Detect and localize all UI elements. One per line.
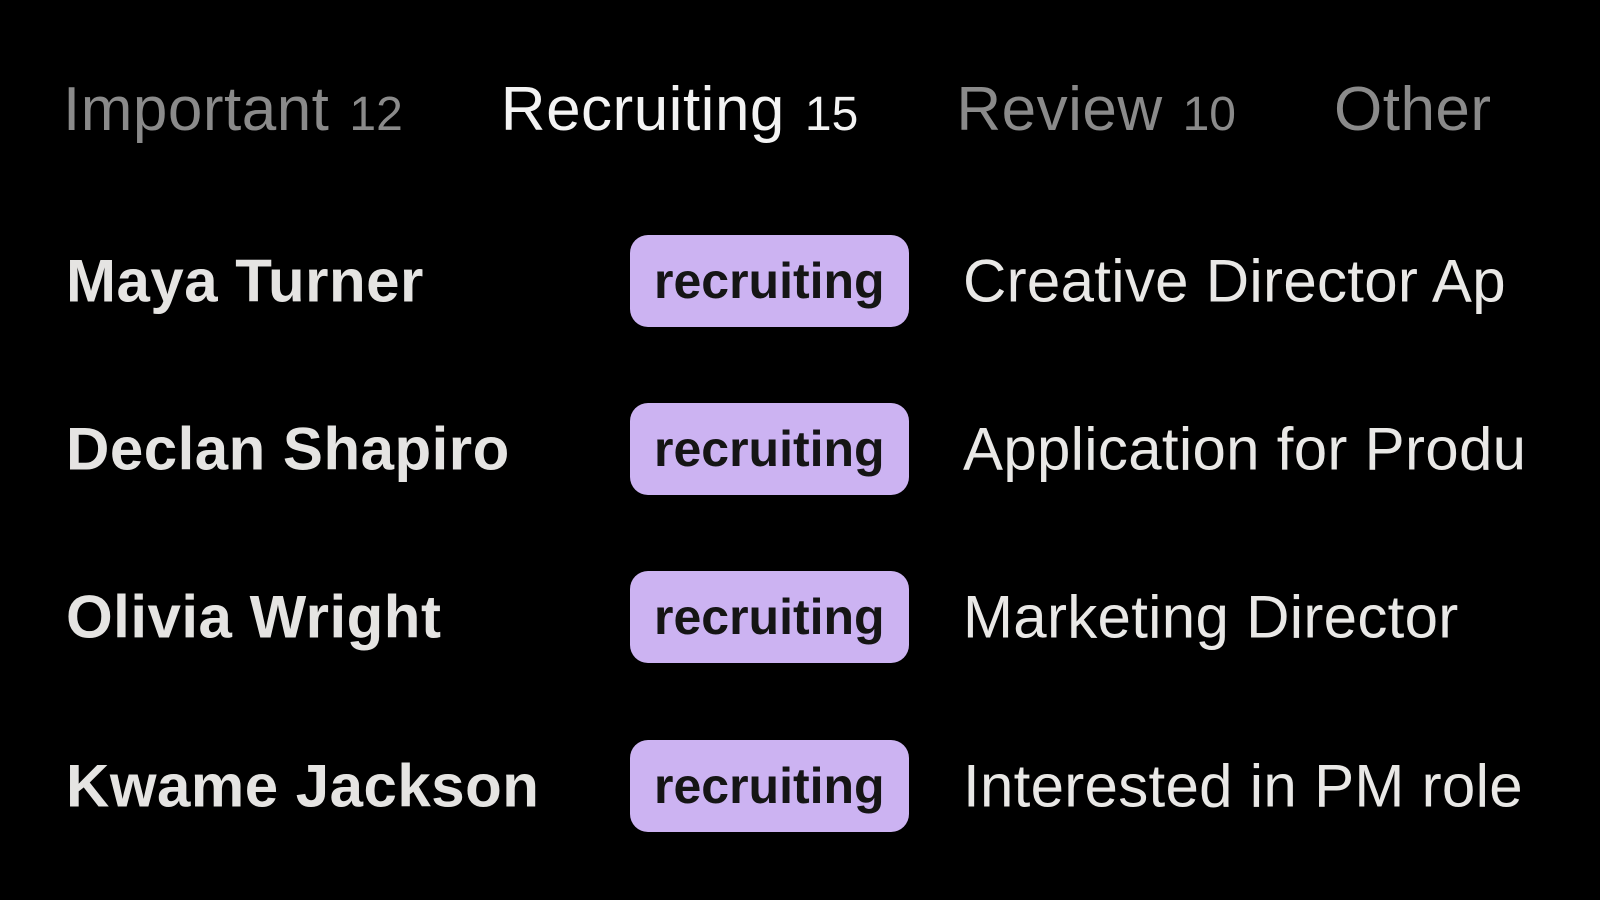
tab-other-label: Other xyxy=(1334,75,1492,144)
email-subject: Creative Director Ap xyxy=(963,247,1506,315)
email-row[interactable]: Olivia Wright recruiting Marketing Direc… xyxy=(0,571,1600,663)
tab-recruiting[interactable]: Recruiting 15 xyxy=(501,72,859,148)
email-sender: Maya Turner xyxy=(66,247,424,315)
email-row[interactable]: Kwame Jackson recruiting Interested in P… xyxy=(0,740,1600,832)
email-row[interactable]: Declan Shapiro recruiting Application fo… xyxy=(0,403,1600,495)
email-sender: Declan Shapiro xyxy=(66,415,510,483)
tab-review-label: Review xyxy=(956,75,1163,144)
email-subject: Marketing Director xyxy=(963,583,1459,651)
inbox-tab-bar: Important 12 Recruiting 15 Review 10 Oth… xyxy=(63,72,1600,148)
recruiting-tag-badge: recruiting xyxy=(630,740,909,832)
tab-recruiting-count: 15 xyxy=(804,88,859,141)
email-row[interactable]: Maya Turner recruiting Creative Director… xyxy=(0,235,1600,327)
tab-review[interactable]: Review 10 xyxy=(956,72,1236,148)
email-subject: Application for Produ xyxy=(963,415,1527,483)
tab-review-count: 10 xyxy=(1182,88,1236,141)
recruiting-tag-badge: recruiting xyxy=(630,571,909,663)
email-sender: Kwame Jackson xyxy=(66,752,540,820)
email-sender: Olivia Wright xyxy=(66,583,442,651)
tab-important[interactable]: Important 12 xyxy=(63,72,403,148)
email-subject: Interested in PM role xyxy=(963,752,1523,820)
recruiting-tag-badge: recruiting xyxy=(630,235,909,327)
tab-important-label: Important xyxy=(63,75,330,144)
tab-other[interactable]: Other xyxy=(1334,72,1512,148)
recruiting-tag-badge: recruiting xyxy=(630,403,909,495)
tab-important-count: 12 xyxy=(349,88,403,141)
tab-recruiting-label: Recruiting xyxy=(500,75,785,144)
